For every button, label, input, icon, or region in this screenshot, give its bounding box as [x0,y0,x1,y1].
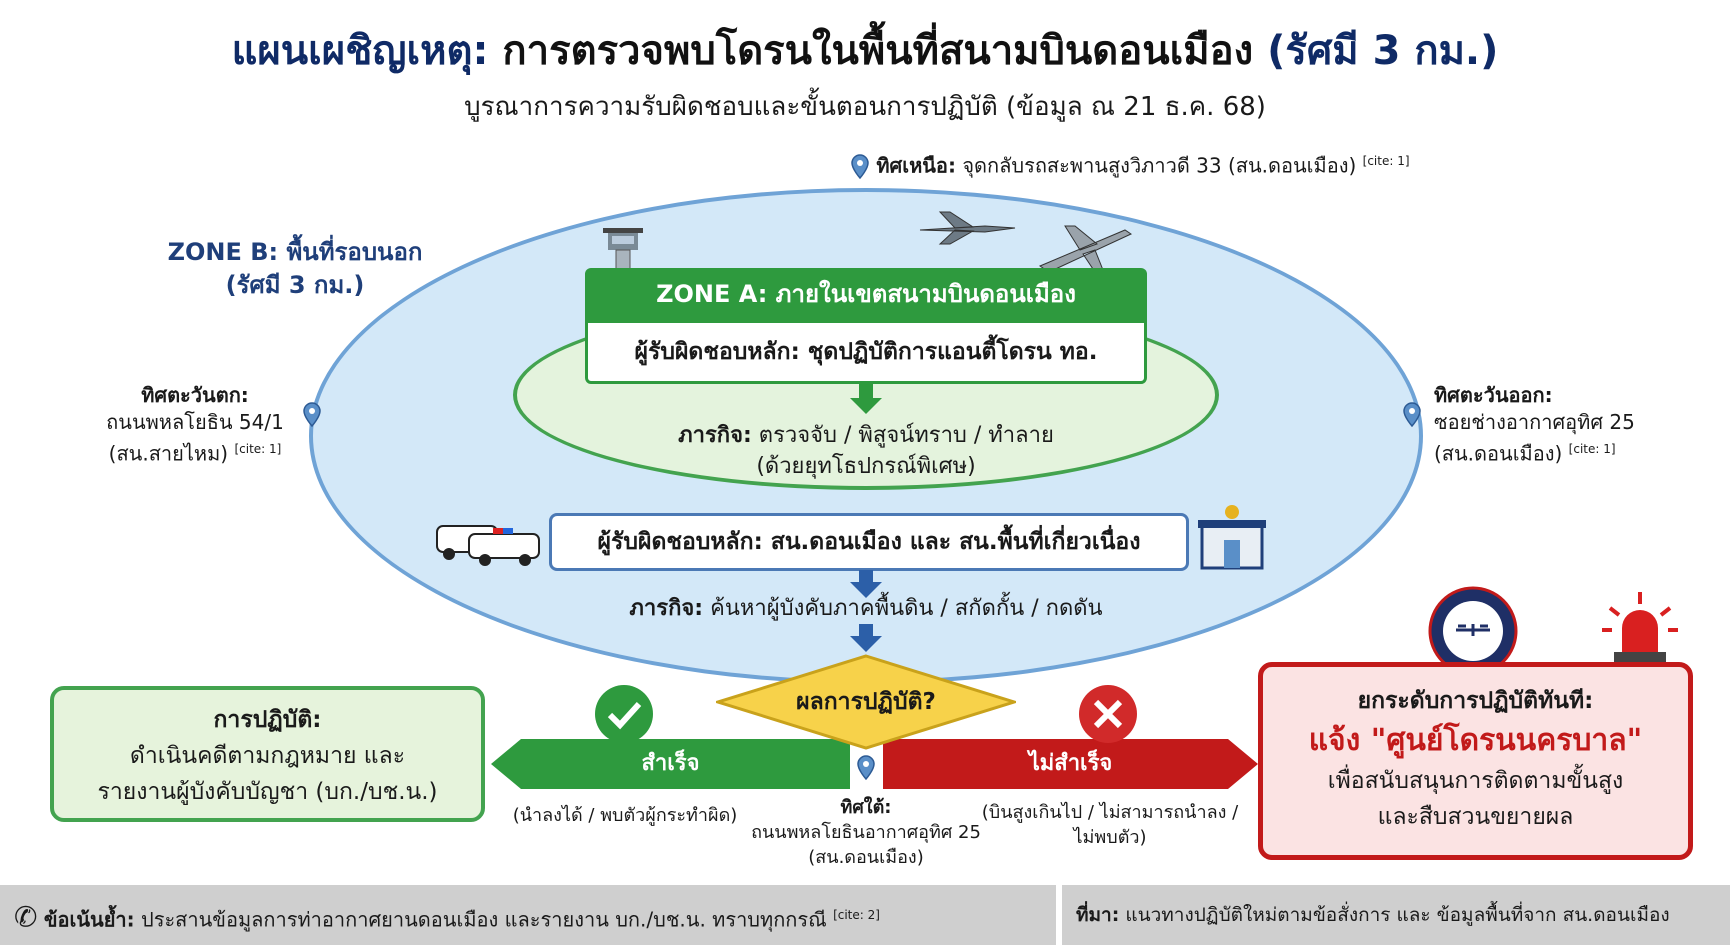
footer-source: ที่มา: แนวทางปฏิบัติใหม่ตามข้อสั่งการ แล… [1062,885,1730,945]
success-arrow: สำเร็จ [491,739,850,789]
map-pin-icon [857,755,875,781]
fail-note: (บินสูงเกินไป / ไม่สามารถนำลง /ไม่พบตัว) [981,802,1239,848]
decision-label: ผลการปฏิบัติ? [796,689,936,715]
arrow-down-icon [850,384,882,414]
police-car-icon [436,525,540,566]
police-responsible: ผู้รับผิดชอบหลัก: สน.ดอนเมือง และ สน.พื้… [549,513,1189,571]
map-pin-icon [303,402,321,428]
west-location: ทิศตะวันตก:ถนนพหลโยธิน 54/1(สน.สายไหม) [… [106,383,284,466]
zone-b-label: ZONE B: พื้นที่รอบนอก(รัศมี 3 กม.) [167,238,423,299]
check-icon [595,685,653,743]
zone-a-header: ZONE A: ภายในเขตสนามบินดอนเมือง [585,268,1147,320]
siren-icon [1602,592,1678,662]
fighter-jet-icon [919,211,1016,245]
page-subtitle: บูรณาการความรับผิดชอบและขั้นตอนการปฏิบัต… [464,92,1266,122]
footer-emphasis: ✆ ข้อเน้นย้ำ: ประสานข้อมูลการท่าอากาศยาน… [0,885,1056,945]
zone-a-mission: ภารกิจ: ตรวจจับ / พิสูจน์ทราบ / ทำลาย(ด้… [678,423,1054,479]
police-mission: ภารกิจ: ค้นหาผู้บังคับภาคพื้นดิน / สกัดก… [629,596,1103,621]
arrow-down-icon [850,570,882,598]
success-action-box: การปฏิบัติ:ดำเนินคดีตามกฎหมาย และรายงานผ… [50,686,485,822]
fail-arrow: ไม่สำเร็จ [883,739,1258,789]
success-note: (นำลงได้ / พบตัวผู้กระทำผิด) [512,805,738,826]
arrow-down-icon [850,624,882,652]
page-title: แผนเผชิญเหตุ: การตรวจพบโดรนในพื้นที่สนาม… [231,28,1499,74]
decision-diamond [716,654,1016,750]
police-station-icon [1198,505,1266,570]
map-pin-icon [851,154,869,180]
zone-a-responsible: ผู้รับผิดชอบหลัก: ชุดปฏิบัติการแอนตี้โดร… [585,320,1147,384]
phone-icon: ✆ [14,900,38,934]
north-location: ทิศเหนือ: จุดกลับรถสะพานสูงวิภาวดี 33 (ส… [850,148,1410,180]
fail-action-box: ยกระดับการปฏิบัติทันที: แจ้ง "ศูนย์โดรนน… [1258,662,1693,860]
x-icon [1079,685,1137,743]
south-location: ทิศใต้:ถนนพหลโยธินอากาศอุทิศ 25(สน.ดอนเม… [751,797,981,868]
map-pin-icon [1403,402,1421,428]
east-location: ทิศตะวันออก:ซอยช่างอากาศอุทิศ 25(สน.ดอนเ… [1434,383,1635,466]
